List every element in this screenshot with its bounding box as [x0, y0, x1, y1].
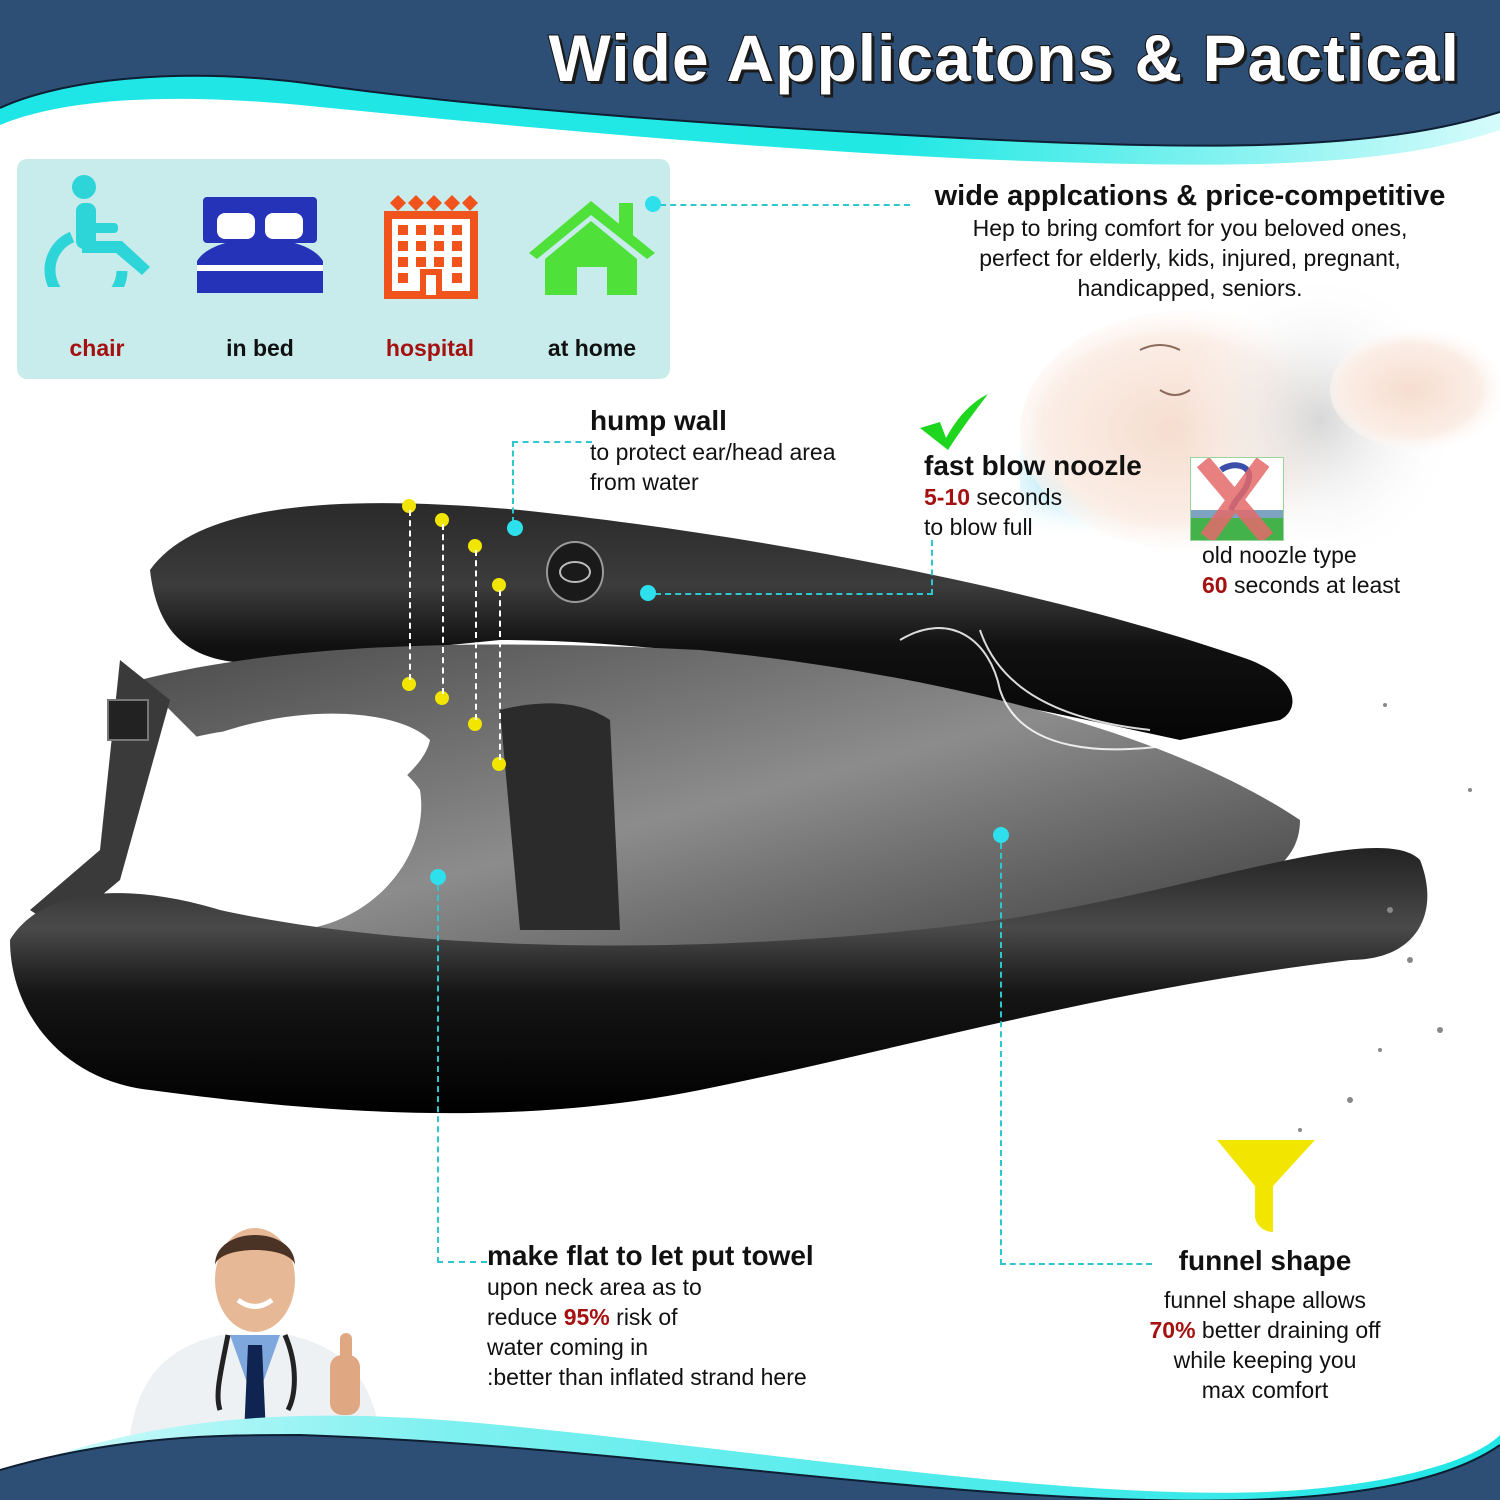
leader-line [437, 885, 487, 1263]
hump-marker-dot [435, 513, 449, 527]
hump-line [475, 550, 477, 720]
callout-dot [645, 196, 661, 212]
hump-line [499, 590, 501, 760]
leader-line [655, 540, 933, 595]
hump-marker-dot [492, 578, 506, 592]
callout-dot [993, 827, 1009, 843]
cross-out-icon [1191, 458, 1283, 540]
app-item-chair: chair [22, 159, 172, 379]
footer-band [0, 1395, 1500, 1500]
bed-icon [197, 197, 323, 293]
wheelchair-icon [44, 175, 150, 287]
app-label-at-home: at home [547, 335, 637, 361]
app-label-in-bed: in bed [226, 335, 294, 361]
app-item-hospital: hospital [355, 159, 505, 379]
leader-line [660, 204, 910, 206]
hump-line [409, 510, 411, 680]
hump-line [442, 524, 444, 694]
callout-hump-wall: hump wall to protect ear/head area from … [590, 405, 836, 495]
app-label-chair: chair [69, 335, 125, 361]
hump-marker-dot [435, 691, 449, 705]
shampoo-basin-product-image [0, 490, 1500, 1210]
house-icon [529, 201, 655, 295]
hump-marker-dot [468, 717, 482, 731]
callout-make-flat: make flat to let put towel upon neck are… [487, 1240, 814, 1390]
callout-dot [507, 520, 523, 536]
app-item-home: at home [517, 159, 667, 379]
page-title: Wide Applicatons & Pactical [548, 20, 1460, 96]
callout-old-noozle: old noozle type 60 seconds at least [1202, 542, 1401, 598]
leader-line [1000, 843, 1152, 1265]
hospital-building-icon [384, 195, 478, 299]
doctor-thumbs-up-photo [120, 1205, 390, 1435]
hump-marker-dot [468, 539, 482, 553]
old-noozle-image [1190, 457, 1284, 541]
callout-dot [640, 585, 656, 601]
callout-fast-blow: fast blow noozle 5-10 seconds to blow fu… [924, 450, 1142, 540]
hump-marker-dot [402, 677, 416, 691]
funnel-icon [1217, 1140, 1315, 1232]
checkmark-icon [920, 394, 988, 450]
hump-marker-dot [492, 757, 506, 771]
app-item-bed: in bed [185, 159, 335, 379]
applications-panel: chair in bed [17, 159, 670, 379]
leader-line [512, 441, 592, 523]
hump-marker-dot [402, 499, 416, 513]
callout-heading: wide applcations & price-competitive [934, 180, 1446, 212]
header-band [0, 0, 1500, 170]
callout-wide-applications: wide applcations & price-competitive Hep… [900, 180, 1480, 303]
app-label-hospital: hospital [385, 335, 475, 361]
callout-funnel: funnel shape funnel shape allows 70% bet… [1149, 1245, 1381, 1403]
callout-dot [430, 869, 446, 885]
